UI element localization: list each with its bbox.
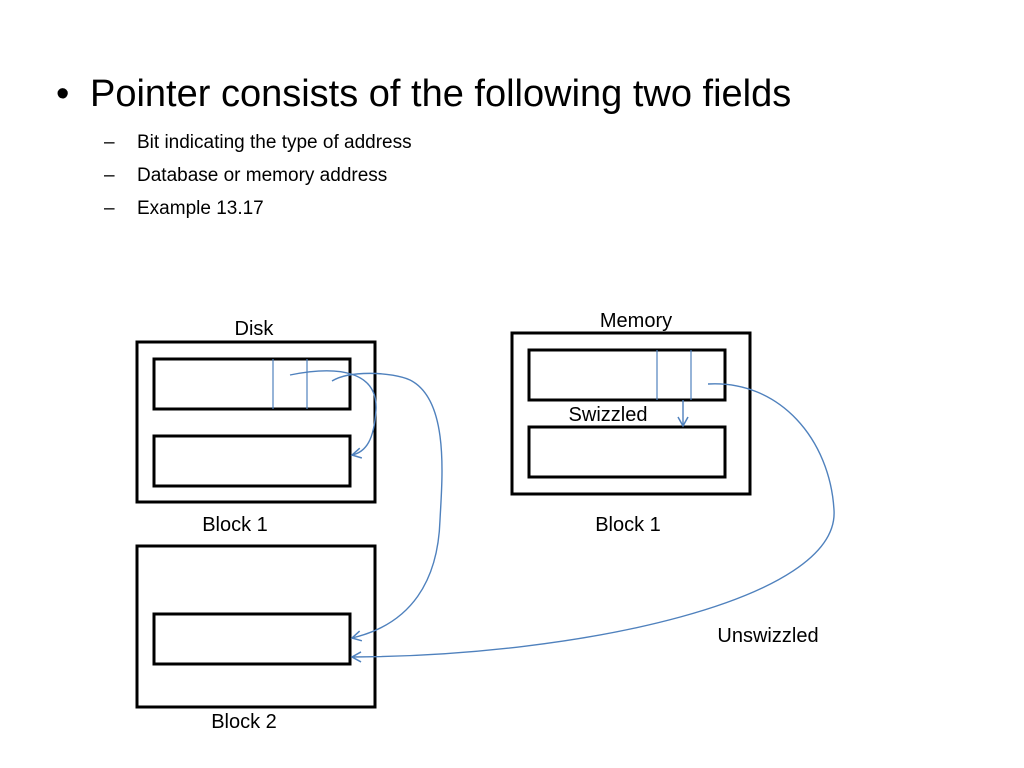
memory-label: Memory [600,310,672,332]
swizzled-label: Swizzled [569,404,648,426]
memory-block1-label: Block 1 [595,514,661,536]
sub-bullet-item: – Example 13.17 [104,192,412,225]
sub-bullet-text: Bit indicating the type of address [137,132,412,153]
disk-pointer-arrow-to-record2 [289,370,377,459]
disk-block1-record1 [152,357,352,411]
memory-block1 [510,331,752,496]
main-bullet-text: Pointer consists of the following two fi… [90,73,792,115]
sub-bullet-marker: – [104,165,115,186]
disk-block1 [135,340,377,504]
main-bullet: • Pointer consists of the following two f… [56,70,791,118]
disk-block2-record [152,612,352,666]
sub-bullet-text: Example 13.17 [137,198,264,219]
sub-bullet-marker: – [104,132,115,153]
disk-pointer-arrow-to-block2 [331,372,443,642]
disk-block2 [135,544,377,709]
disk-block1-record2 [152,434,352,488]
sub-bullet-text: Database or memory address [137,165,388,186]
memory-block1-record2 [527,425,727,479]
unswizzled-label: Unswizzled [717,625,818,647]
bullet-marker: • [56,73,70,115]
sub-bullet-marker: – [104,198,115,219]
sub-bullet-item: – Database or memory address [104,159,412,192]
disk-label: Disk [235,318,275,340]
sub-bullet-item: – Bit indicating the type of address [104,126,412,159]
sub-bullet-list: – Bit indicating the type of address – Dat… [104,126,412,225]
disk-block1-label: Block 1 [202,514,268,536]
disk-block2-label: Block 2 [211,711,277,733]
unswizzled-pointer-arrow [350,383,835,663]
memory-block1-record1 [527,348,727,402]
